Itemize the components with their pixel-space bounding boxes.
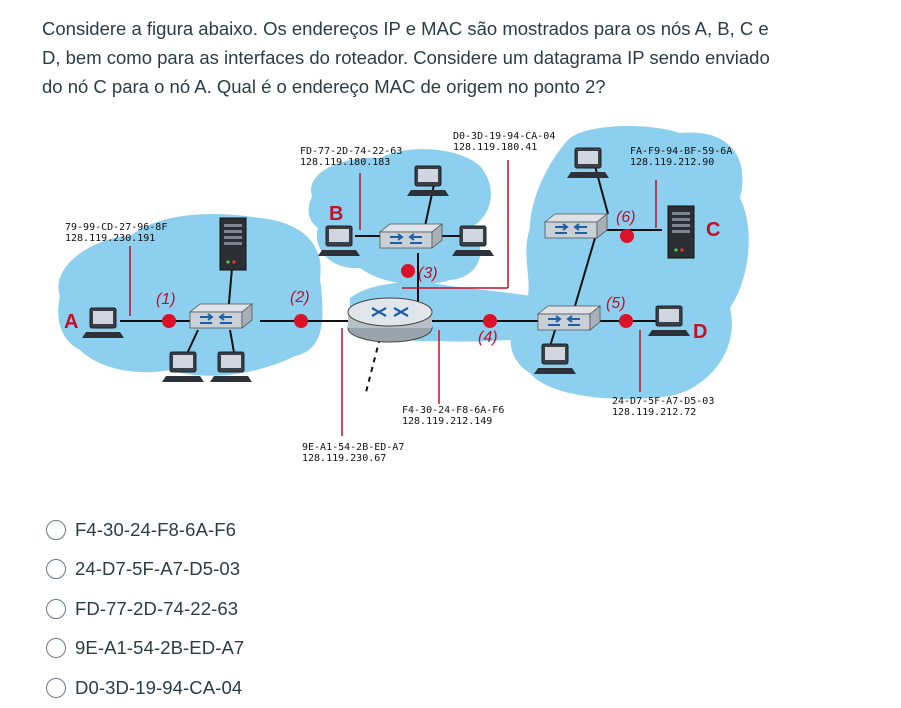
node-d-label: D <box>693 321 707 343</box>
switch-icon <box>379 223 443 249</box>
point-marker-5 <box>619 314 633 328</box>
point-label-2: (2) <box>290 289 310 306</box>
switch-icon <box>544 213 608 239</box>
node-a-mac: 79-99-CD-27-96-8F <box>65 222 167 233</box>
answer-label: FD-77-2D-74-22-63 <box>75 597 239 619</box>
answer-option-4[interactable]: 9E-A1-54-2B-ED-A7 <box>46 629 446 669</box>
point-label-1: (1) <box>156 291 176 308</box>
point-marker-3 <box>401 264 415 278</box>
answer-options: F4-30-24-F8-6A-F6 24-D7-5F-A7-D5-03 FD-7… <box>46 510 446 708</box>
answer-option-1[interactable]: F4-30-24-F8-6A-F6 <box>46 510 446 550</box>
router-if3-ip: 128.119.180.41 <box>453 142 537 153</box>
router-if4-mac: F4-30-24-F8-6A-F6 <box>402 405 504 416</box>
radio-button[interactable] <box>46 677 66 698</box>
node-a-label: A <box>64 311 78 333</box>
switch-icon <box>537 305 601 331</box>
node-b-ip: 128.119.180.183 <box>300 157 390 168</box>
router-if3-mac: D0-3D-19-94-CA-04 <box>453 131 555 142</box>
answer-label: 9E-A1-54-2B-ED-A7 <box>75 637 245 659</box>
switch-icon <box>189 303 253 329</box>
node-d-mac: 24-D7-5F-A7-D5-03 <box>612 396 714 407</box>
answer-label: F4-30-24-F8-6A-F6 <box>75 518 237 540</box>
point-marker-2 <box>294 314 308 328</box>
point-label-3: (3) <box>418 265 438 282</box>
radio-button[interactable] <box>46 519 66 540</box>
server-icon <box>667 205 695 259</box>
network-diagram: A B C D (1) (2) (3) (4) (5) (6) 79-99-CD… <box>50 118 780 478</box>
answer-option-2[interactable]: 24-D7-5F-A7-D5-03 <box>46 550 446 590</box>
subnet-cloud-left <box>58 213 323 376</box>
router-if2-ip: 128.119.230.67 <box>302 453 386 464</box>
point-label-4: (4) <box>478 329 498 346</box>
server-icon <box>219 217 247 271</box>
point-marker-6 <box>620 229 634 243</box>
answer-option-3[interactable]: FD-77-2D-74-22-63 <box>46 589 446 629</box>
node-c-ip: 128.119.212.90 <box>630 157 714 168</box>
answer-label: D0-3D-19-94-CA-04 <box>75 676 243 698</box>
node-a-ip: 128.119.230.191 <box>65 233 155 244</box>
radio-button[interactable] <box>46 638 66 659</box>
question-text: Considere a figura abaixo. Os endereços … <box>42 18 770 97</box>
point-label-5: (5) <box>606 295 626 312</box>
router-icon <box>347 297 433 343</box>
subnet-cloud-right <box>510 126 749 399</box>
point-label-6: (6) <box>616 209 636 226</box>
node-c-mac: FA-F9-94-BF-59-6A <box>630 146 732 157</box>
radio-button[interactable] <box>46 559 66 580</box>
answer-label: 24-D7-5F-A7-D5-03 <box>75 558 241 580</box>
radio-button[interactable] <box>46 598 66 619</box>
router-if4-ip: 128.119.212.149 <box>402 416 492 427</box>
point-marker-4 <box>483 314 497 328</box>
answer-option-5[interactable]: D0-3D-19-94-CA-04 <box>46 668 446 708</box>
node-d-ip: 128.119.212.72 <box>612 407 696 418</box>
node-b-label: B <box>329 203 343 225</box>
node-c-label: C <box>706 219 720 241</box>
router-if2-mac: 9E-A1-54-2B-ED-A7 <box>302 442 404 453</box>
node-b-mac: FD-77-2D-74-22-63 <box>300 146 402 157</box>
point-marker-1 <box>162 314 176 328</box>
